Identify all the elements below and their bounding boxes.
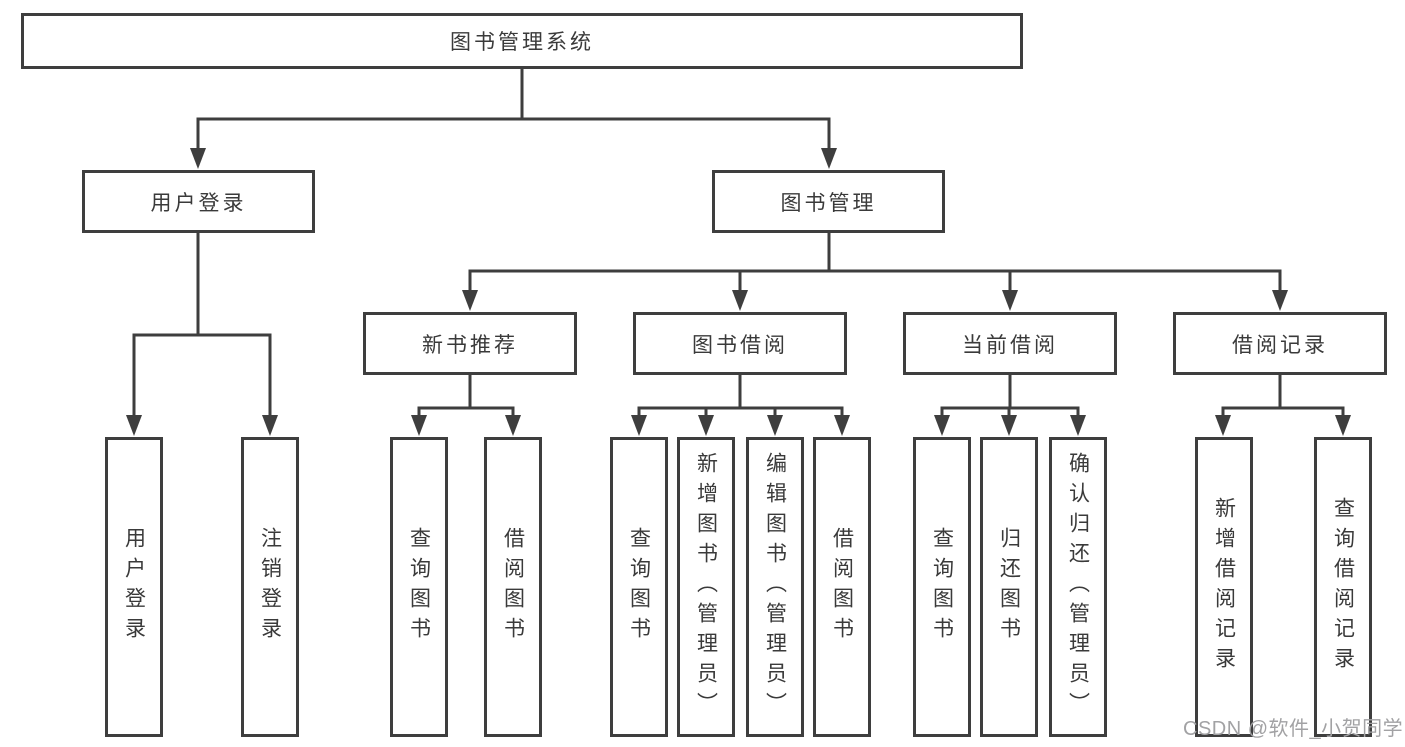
node-book-borrowing: 图书借阅 xyxy=(633,312,847,375)
leaf-newbook-borrow-books: 借阅图书 xyxy=(484,437,542,737)
leaf-user-login: 用户登录 xyxy=(105,437,163,737)
leaf-records-query-record: 查询借阅记录 xyxy=(1314,437,1372,737)
node-book-management: 图书管理 xyxy=(712,170,945,233)
leaf-borrowing-borrow-books: 借阅图书 xyxy=(813,437,871,737)
node-borrowing-records: 借阅记录 xyxy=(1173,312,1387,375)
watermark-text: CSDN @软件_小贺同学 xyxy=(1183,718,1404,740)
node-current-borrowing: 当前借阅 xyxy=(903,312,1117,375)
leaf-current-return-books: 归还图书 xyxy=(980,437,1038,737)
leaf-newbook-query-books: 查询图书 xyxy=(390,437,448,737)
leaf-current-confirm-return-admin: 确认归还（管理员） xyxy=(1049,437,1107,737)
leaf-records-add-record: 新增借阅记录 xyxy=(1195,437,1253,737)
leaf-borrowing-add-books-admin: 新增图书（管理员） xyxy=(677,437,735,737)
leaf-borrowing-edit-books-admin: 编辑图书（管理员） xyxy=(746,437,804,737)
leaf-logout-login: 注销登录 xyxy=(241,437,299,737)
leaf-borrowing-query-books: 查询图书 xyxy=(610,437,668,737)
node-library-system: 图书管理系统 xyxy=(21,13,1023,69)
node-new-book-recommend: 新书推荐 xyxy=(363,312,577,375)
node-user-login: 用户登录 xyxy=(82,170,315,233)
leaf-current-query-books: 查询图书 xyxy=(913,437,971,737)
